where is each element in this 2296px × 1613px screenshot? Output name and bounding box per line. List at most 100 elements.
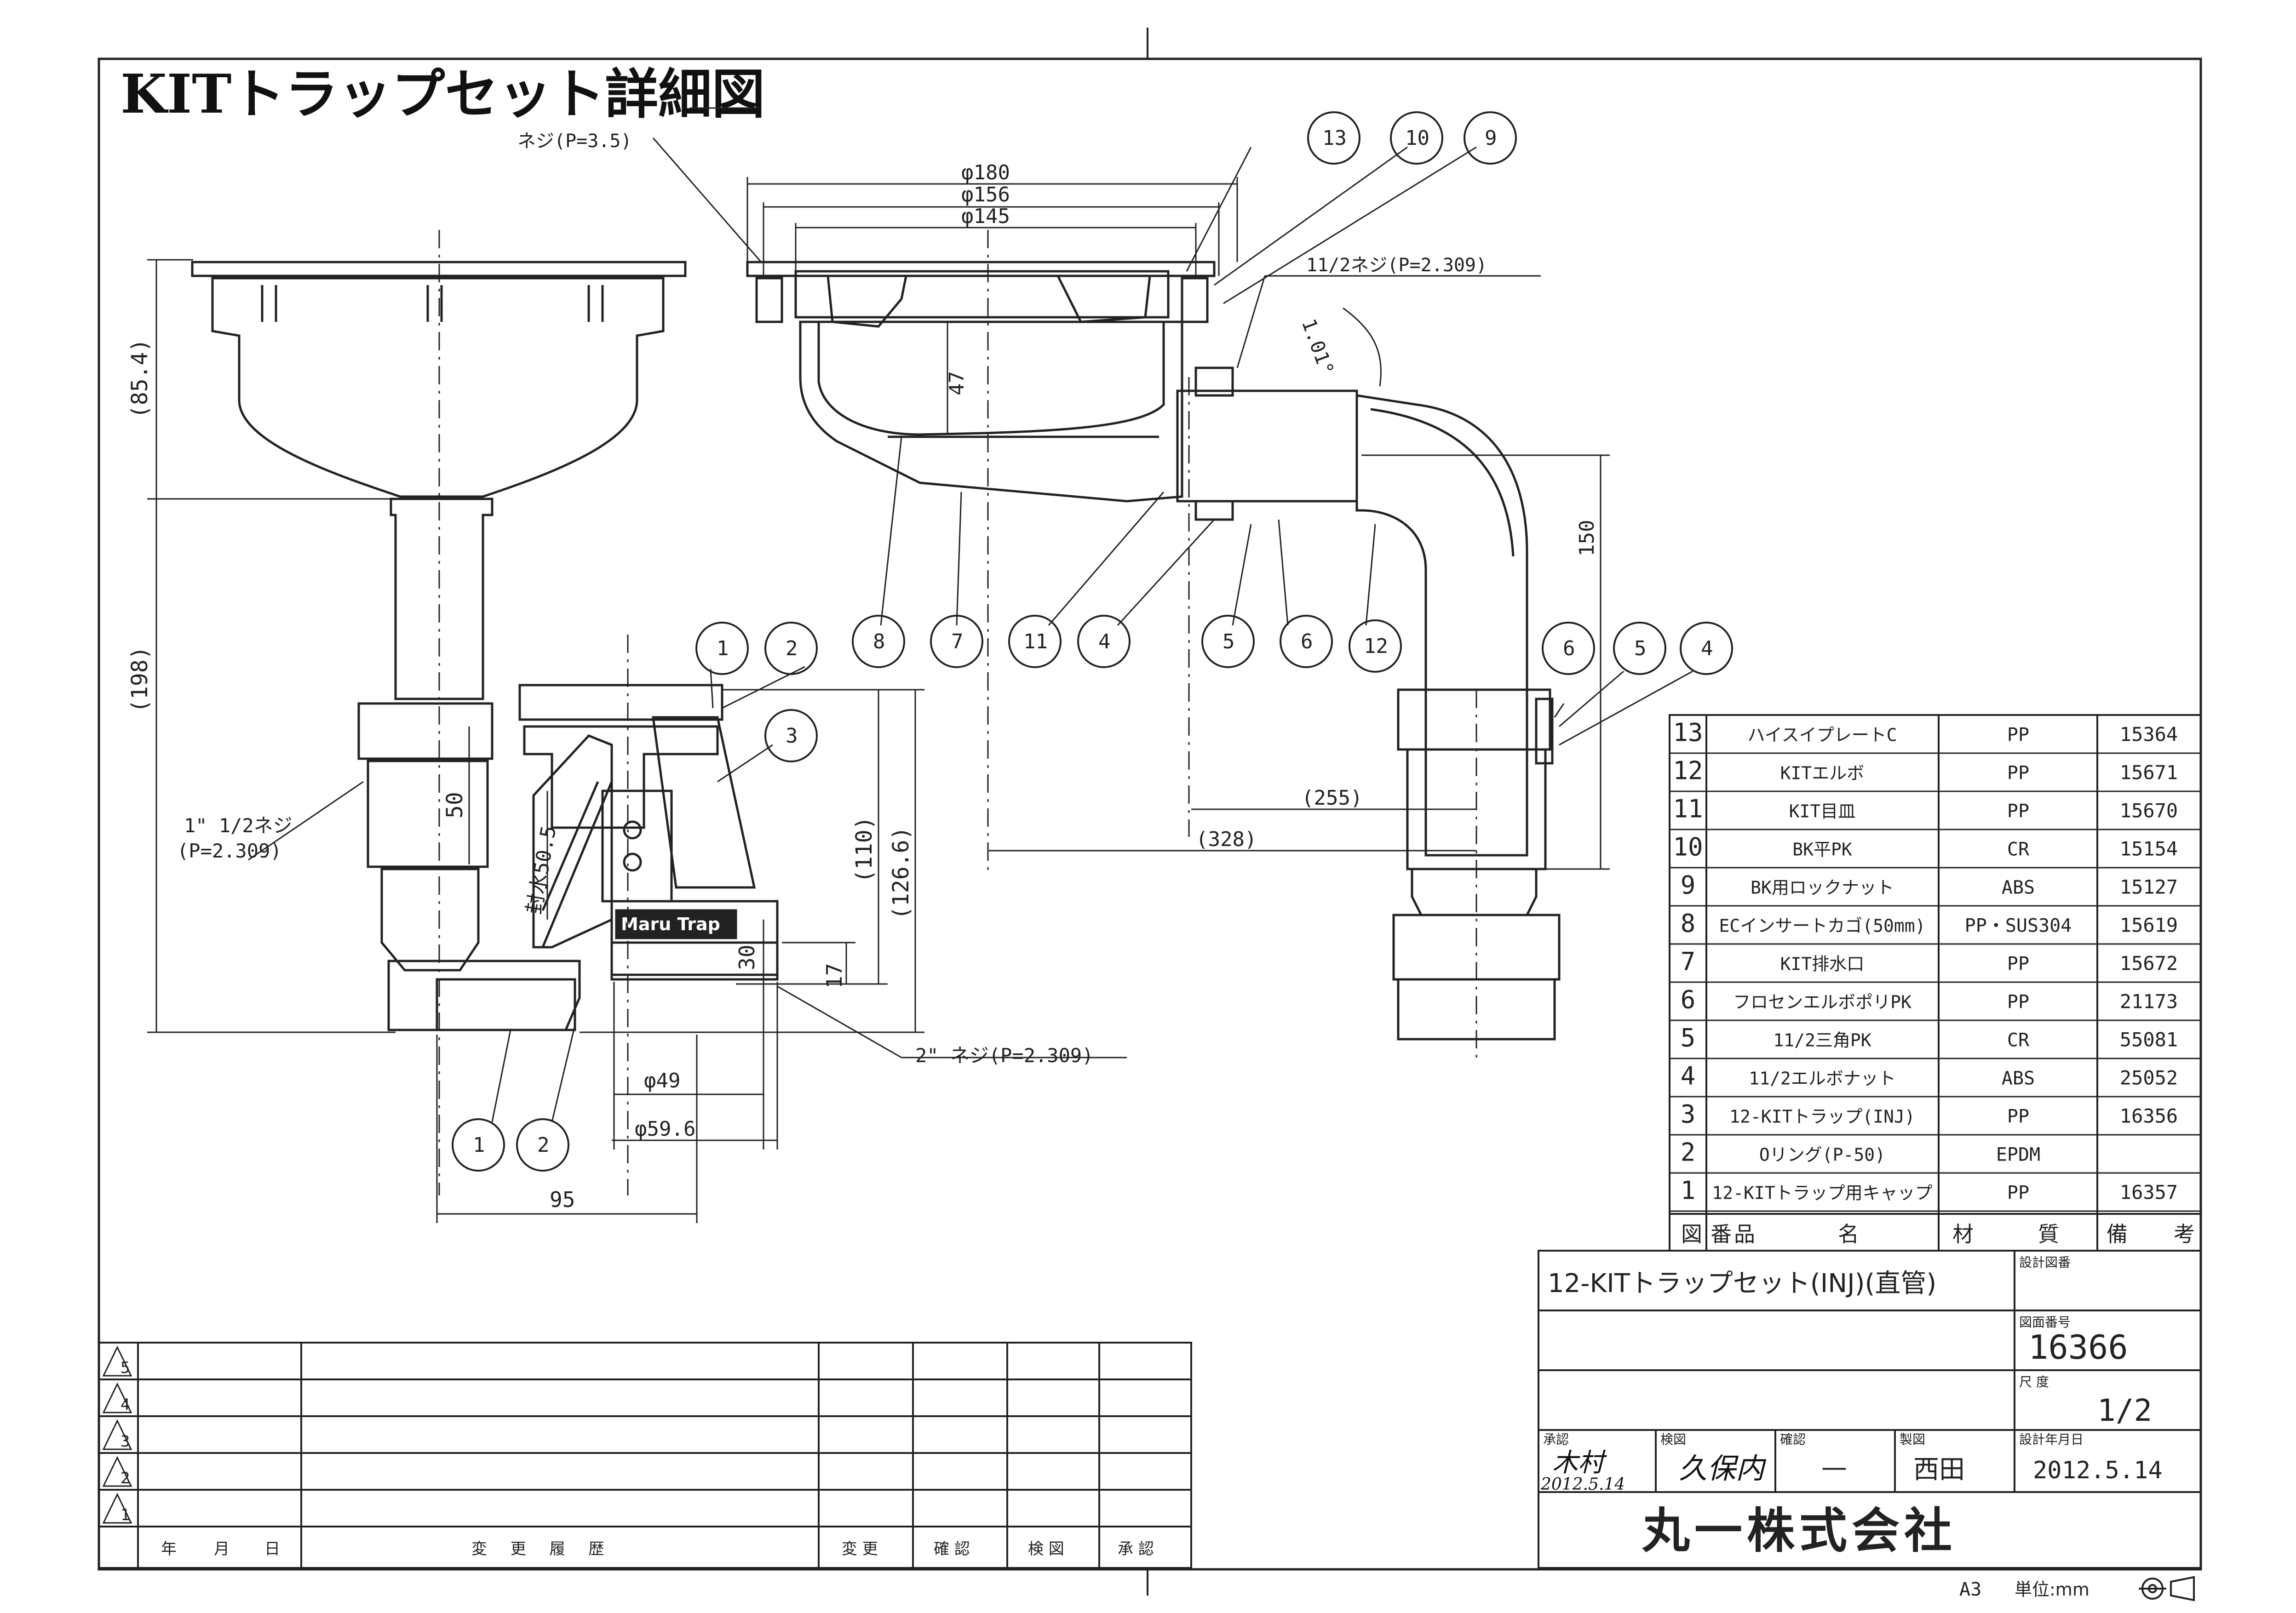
approve-name: 木村 — [1552, 1448, 1607, 1478]
parts-code: 15154 — [2120, 837, 2178, 860]
parts-code: 15619 — [2120, 914, 2178, 936]
brand-label: Maru Trap — [621, 914, 720, 934]
parts-name: KIT排水口 — [1780, 954, 1865, 974]
parts-no: 1 — [1681, 1176, 1696, 1205]
revision-triangle-icon — [102, 1345, 132, 1377]
header-remarks: 備考 — [2107, 1222, 2241, 1247]
company-logo: 丸一株式会社 — [1642, 1503, 1957, 1559]
note-screw-112: 11/2ネジ(P=2.309) — [1306, 255, 1487, 276]
rev-footer-change: 変 更 — [842, 1540, 878, 1558]
svg-text:4: 4 — [1098, 630, 1111, 653]
header-material: 材質 — [1952, 1222, 2124, 1247]
parts-code: 15127 — [2120, 875, 2178, 898]
dim-phi49: φ49 — [644, 1069, 680, 1092]
rev-footer-confirm: 確 認 — [934, 1540, 970, 1558]
svg-text:2: 2 — [537, 1133, 550, 1157]
revision-number: 2 — [121, 1469, 130, 1487]
scale-value: 1/2 — [2097, 1393, 2152, 1428]
svg-text:5: 5 — [1223, 630, 1235, 653]
parts-name: フロセンエルボポリPK — [1733, 992, 1911, 1012]
check-label: 検図 — [1660, 1432, 1686, 1447]
parts-material: ABS — [2002, 1068, 2035, 1089]
svg-text:7: 7 — [951, 630, 964, 653]
balloon: 11 — [1008, 615, 1062, 668]
revision-triangle-icon — [102, 1456, 132, 1487]
drawing-no-label: 図面番号 — [2019, 1315, 2071, 1330]
balloon: 9 — [1464, 111, 1517, 165]
header-name: 品名 — [1734, 1222, 1942, 1247]
parts-no: 6 — [1681, 985, 1696, 1014]
part-balloons: 13 10 9 8 7 11 4 5 6 12 1 2 3 6 5 4 1 2 — [452, 111, 1733, 1172]
revision-number: 5 — [121, 1359, 130, 1377]
dim-47: 47 — [945, 371, 969, 395]
balloon-leaders — [491, 666, 805, 1122]
parts-material: PP — [2007, 1182, 2029, 1203]
parts-material: PP — [2007, 762, 2029, 784]
parts-no: 2 — [1681, 1138, 1696, 1167]
balloon: 7 — [930, 615, 983, 668]
svg-text:3: 3 — [786, 724, 798, 748]
revision-footer: 年 月 日 変 更 履 歴 変 更 確 認 検 図 承 認 — [161, 1540, 1154, 1558]
note-screw-1inch-b: (P=2.309) — [177, 840, 282, 862]
right-dimensions — [746, 146, 1693, 870]
parts-no: 8 — [1681, 909, 1696, 938]
dim-85-4: (85.4) — [127, 339, 153, 418]
design-date: 2012.5.14 — [2033, 1457, 2163, 1484]
parts-material: EPDM — [1996, 1144, 2040, 1165]
svg-text:12: 12 — [1364, 635, 1388, 658]
left-side-view: Maru Trap — [191, 261, 779, 1031]
parts-name: KITエルボ — [1780, 763, 1865, 783]
balloon: 8 — [852, 615, 905, 668]
parts-code: 55081 — [2120, 1028, 2178, 1051]
left-centerlines — [438, 230, 629, 1195]
parts-code: 16356 — [2120, 1104, 2178, 1127]
balloon: 12 — [1349, 619, 1402, 673]
title-block-grid — [1538, 1250, 2202, 1569]
parts-no: 9 — [1681, 870, 1696, 899]
parts-name: KIT目皿 — [1789, 801, 1856, 821]
dim-17: 17 — [822, 963, 847, 989]
note-screw-p35: ネジ(P=3.5) — [517, 131, 632, 152]
parts-code: 21173 — [2120, 990, 2178, 1012]
projection-symbol-icon — [2139, 1576, 2195, 1602]
parts-code: 16357 — [2120, 1181, 2178, 1203]
revision-triangle-icon — [102, 1493, 132, 1524]
parts-no: 10 — [1673, 832, 1703, 861]
parts-no: 4 — [1681, 1061, 1696, 1090]
parts-material: PP — [2007, 953, 2029, 974]
approve-label: 承認 — [1543, 1432, 1569, 1447]
svg-text:6: 6 — [1301, 630, 1313, 653]
parts-no: 13 — [1673, 718, 1703, 747]
balloon: 2 — [516, 1118, 569, 1172]
parts-code: 15672 — [2120, 952, 2178, 974]
rev-footer-approve: 承 認 — [1118, 1540, 1154, 1558]
parts-name: 12-KITトラップ用キャップ — [1712, 1183, 1932, 1203]
dim-phi59-6: φ59.6 — [635, 1117, 695, 1141]
left-dimensions — [147, 107, 1127, 1223]
svg-text:1: 1 — [473, 1133, 485, 1157]
balloon: 4 — [1077, 615, 1131, 668]
unit-label: 単位:mm — [2015, 1579, 2089, 1600]
parts-material: PP — [2007, 724, 2029, 745]
approve-date: 2012.5.14 — [1540, 1475, 1625, 1494]
svg-text:9: 9 — [1485, 126, 1497, 150]
balloon: 5 — [1201, 615, 1255, 668]
dim-phi180: φ180 — [961, 161, 1010, 184]
svg-text:11: 11 — [1023, 630, 1048, 653]
balloon: 5 — [1613, 622, 1666, 675]
balloon: 10 — [1390, 111, 1443, 165]
parts-material: PP — [2007, 991, 2029, 1012]
dim-phi156: φ156 — [961, 183, 1010, 206]
svg-text:5: 5 — [1634, 637, 1647, 660]
parts-material: CR — [2007, 839, 2030, 860]
parts-material: CR — [2007, 1030, 2030, 1051]
parts-name: Oリング(P-50) — [1759, 1144, 1885, 1165]
